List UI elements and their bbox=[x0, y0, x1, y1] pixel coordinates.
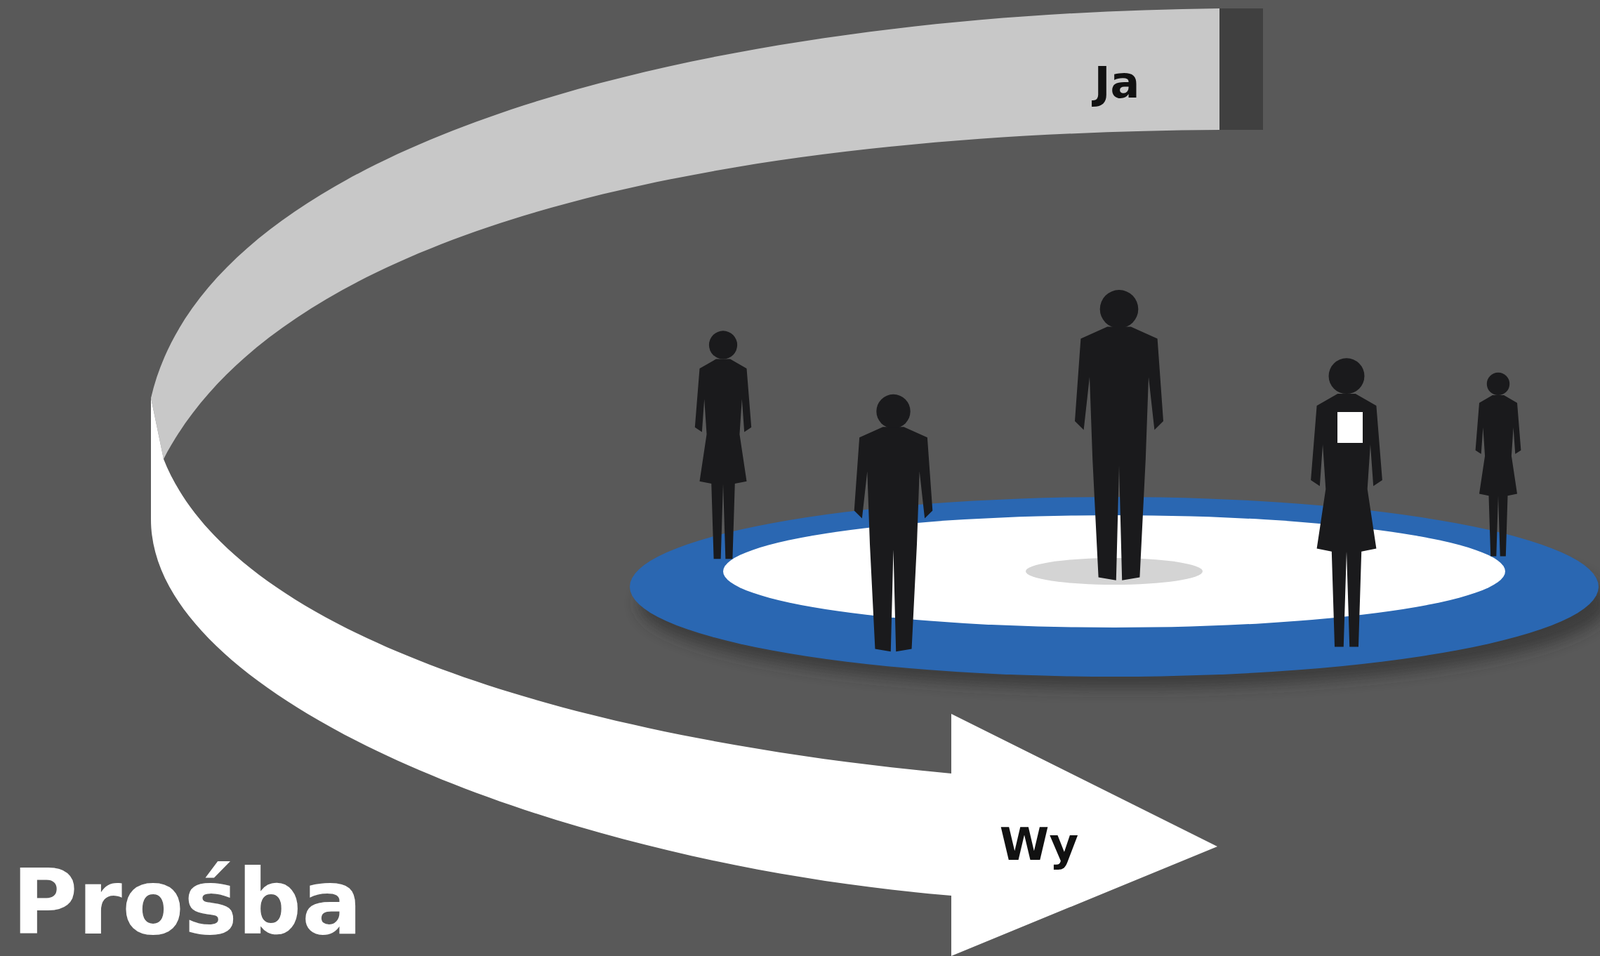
person-silhouette bbox=[1475, 372, 1522, 557]
person-silhouette bbox=[695, 330, 752, 559]
diagram-title: Prośba bbox=[11, 857, 363, 948]
person-silhouette bbox=[1310, 358, 1383, 647]
tablet bbox=[1337, 412, 1363, 444]
person-silhouette bbox=[854, 394, 934, 652]
person-silhouette bbox=[1074, 289, 1164, 581]
band-cap bbox=[1219, 8, 1264, 130]
band-top bbox=[150, 8, 1220, 460]
band-label: Wy bbox=[999, 822, 1079, 868]
band-label: Ja bbox=[1094, 61, 1141, 105]
